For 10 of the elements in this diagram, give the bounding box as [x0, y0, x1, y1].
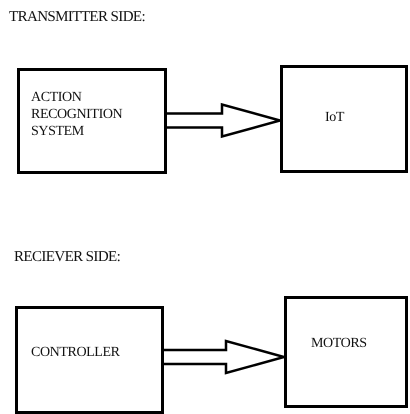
section-heading: RECIEVER SIDE:	[14, 249, 120, 266]
section-heading: TRANSMITTER SIDE:	[9, 9, 146, 26]
process-box	[284, 296, 408, 408]
box-label: ACTION RECOGNITION SYSTEM	[31, 89, 124, 140]
process-box	[280, 65, 408, 173]
box-label: MOTORS	[311, 335, 368, 352]
box-label: CONTROLLER	[31, 344, 121, 361]
process-box	[17, 68, 167, 174]
process-box	[15, 306, 164, 414]
box-label: IoT	[325, 109, 346, 126]
